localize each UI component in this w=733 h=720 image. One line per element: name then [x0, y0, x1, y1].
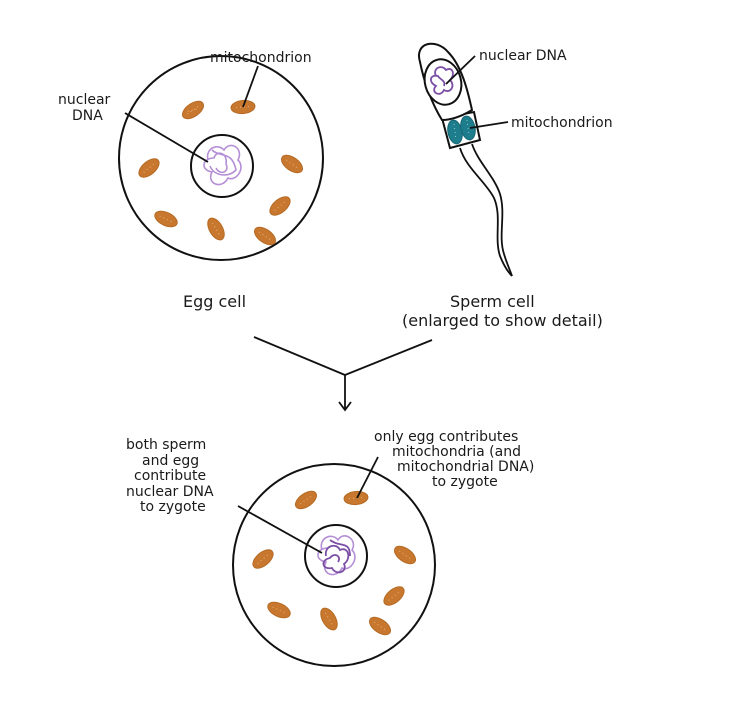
mitochondrion	[280, 154, 304, 174]
sperm-caption-1: Sperm cell	[450, 292, 535, 311]
mitochondrion	[383, 586, 405, 606]
sperm-cell: nuclear DNA mitochondrion Sperm cell (en…	[402, 42, 613, 330]
egg-mitochondria	[138, 99, 304, 246]
zygote-nuclear-label-line: nuclear DNA	[126, 484, 214, 500]
mitochondrion	[181, 100, 205, 120]
sperm-nuclear-label: nuclear DNA	[479, 48, 567, 64]
egg-nucleus	[190, 134, 254, 198]
zygote-nuclear-label-line: to zygote	[140, 499, 206, 515]
egg-nuclear-leader	[124, 112, 209, 163]
mitochondrion	[269, 196, 291, 216]
zygote-mito-label-line: to zygote	[432, 474, 498, 490]
mitochondrion	[320, 607, 338, 631]
zygote-nuclear-label-line: both sperm	[126, 437, 206, 453]
egg-nuclear-label-2: DNA	[72, 108, 103, 124]
mitochondrion	[267, 601, 291, 619]
sperm-caption-2: (enlarged to show detail)	[402, 311, 603, 330]
sperm-tail-right	[471, 143, 513, 277]
sperm-mito-leader	[469, 121, 509, 129]
sperm-nuclear-dna	[430, 66, 454, 95]
arrow-head-icon	[338, 401, 352, 412]
egg-mito-leader	[242, 65, 259, 108]
zygote-nuclear-label-line: and egg	[142, 453, 199, 469]
mitochondrion	[294, 490, 318, 510]
egg-nuclear-label-1: nuclear	[58, 92, 111, 108]
mitochondrion	[207, 217, 225, 241]
zygote-nuclear-leader	[237, 505, 323, 554]
zygote-nuclear-dna	[317, 535, 356, 576]
zygote-mitochondria	[252, 490, 417, 636]
zygote-mito-label: only egg contributes mitochondria (and m…	[374, 429, 534, 490]
zygote: both sperm and egg contribute nuclear DN…	[126, 429, 534, 667]
egg-cell: mitochondrion nuclear DNA Egg cell	[58, 50, 324, 311]
arrow-line-egg	[253, 336, 346, 376]
mitochondrion	[393, 545, 417, 565]
zygote-nuclear-label-line: contribute	[134, 468, 206, 484]
mitochondrion	[154, 210, 178, 228]
zygote-nuclear-label: both sperm and egg contribute nuclear DN…	[126, 437, 214, 515]
mitochondrion	[343, 490, 369, 506]
mitochondrion	[253, 226, 277, 246]
egg-nuclear-dna	[203, 144, 242, 186]
zygote-mito-leader	[356, 456, 379, 499]
arrow-line-sperm	[344, 339, 433, 376]
egg-mito-label: mitochondrion	[210, 50, 312, 66]
sperm-tail-left	[459, 147, 513, 277]
sperm-mitochondria	[447, 115, 476, 145]
mitochondrion	[368, 616, 392, 636]
zygote-mito-label-line: mitochondria (and	[392, 444, 521, 460]
mitochondrion	[138, 158, 160, 178]
zygote-mito-label-line: only egg contributes	[374, 429, 518, 445]
mitochondrion	[252, 549, 274, 569]
zygote-mito-label-line: mitochondrial DNA)	[397, 459, 534, 475]
fertilization-arrow	[253, 336, 433, 412]
sperm-nuclear-leader	[445, 55, 476, 85]
egg-caption: Egg cell	[183, 292, 246, 311]
sperm-mito-label: mitochondrion	[511, 115, 613, 131]
